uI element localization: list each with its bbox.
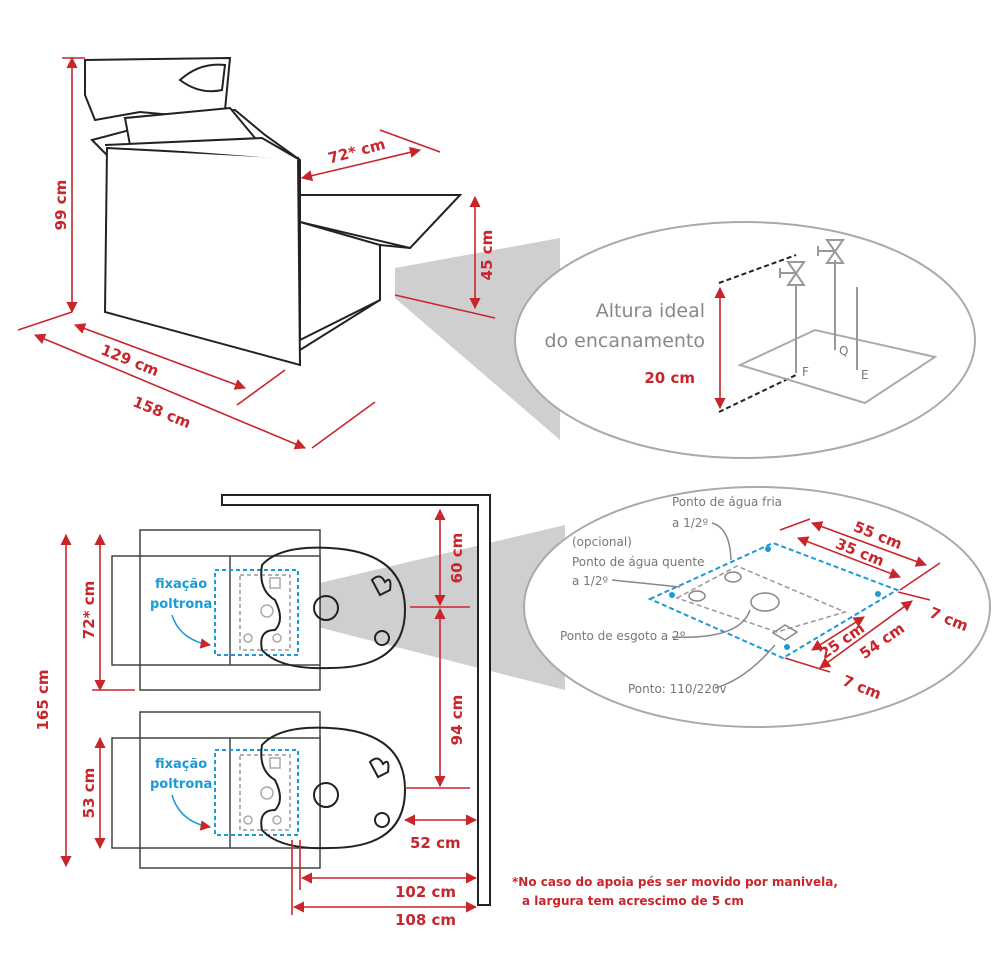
chair-plan-1 bbox=[111, 529, 407, 691]
wall bbox=[221, 494, 491, 906]
bowl-basin bbox=[178, 63, 227, 93]
callout-wedge-top bbox=[395, 238, 560, 440]
fixation-label-1a: fixação bbox=[155, 577, 207, 592]
footnote-line-2: a largura tem acrescimo de 5 cm bbox=[522, 894, 744, 908]
callout-title-2: do encanamento bbox=[544, 330, 705, 352]
dim-chair1-width: 72* cm bbox=[80, 581, 98, 639]
dim-chair2-width: 53 cm bbox=[80, 768, 98, 819]
chair-isometric bbox=[84, 56, 560, 440]
hot-water-label-0: (opcional) bbox=[572, 535, 632, 549]
armrest bbox=[104, 136, 301, 161]
plumbing-height-callout: Altura ideal do encanamento 20 cm F Q E bbox=[514, 221, 976, 459]
hot-water-label-1: Ponto de água quente bbox=[572, 555, 704, 569]
dim-108: 108 cm bbox=[395, 911, 456, 929]
chair-front-panel bbox=[103, 146, 302, 367]
fixation-label-1b: poltrona bbox=[150, 597, 212, 612]
callout-height: 20 cm bbox=[644, 369, 695, 387]
dim-footrest-width: 72* cm bbox=[326, 135, 387, 168]
dim-bowl-to-wall: 52 cm bbox=[410, 834, 461, 852]
callout-title-1: Altura ideal bbox=[596, 300, 705, 322]
installation-points-callout: Ponto de água fria a 1/2º (opcional) Pon… bbox=[523, 486, 991, 728]
chair-plan-2 bbox=[111, 711, 407, 869]
cold-water-label-2: a 1/2º bbox=[672, 516, 708, 530]
fixation-label-2b: poltrona bbox=[150, 777, 212, 792]
dim-wall-top: 60 cm bbox=[448, 533, 466, 584]
hot-water-label-2: a 1/2º bbox=[572, 574, 608, 588]
plan-dimensions: 165 cm 72* cm 53 cm 60 cm 94 cm 52 cm 10… bbox=[34, 508, 478, 929]
dim-spacing: 94 cm bbox=[448, 695, 466, 746]
dim-102: 102 cm bbox=[395, 883, 456, 901]
fixation-labels: fixação poltrona fixação poltrona bbox=[150, 577, 212, 831]
footnote-line-1: *No caso do apoia pés ser movido por man… bbox=[512, 875, 838, 889]
top-dimensions: 99 cm 72* cm 45 cm 129 cm 158 cm bbox=[17, 56, 496, 450]
dim-seat-height: 45 cm bbox=[478, 230, 496, 281]
power-label: Ponto: 110/220v bbox=[628, 682, 727, 696]
dim-total-length: 165 cm bbox=[34, 669, 52, 730]
pipe-label-f: F bbox=[802, 365, 809, 379]
dim-height: 99 cm bbox=[52, 180, 70, 231]
cold-water-label-1: Ponto de água fria bbox=[672, 495, 782, 509]
fixation-label-2a: fixação bbox=[155, 757, 207, 772]
footrest bbox=[299, 194, 463, 250]
dim-depth-b: 158 cm bbox=[130, 393, 193, 433]
pipe-label-e: E bbox=[861, 368, 869, 382]
pipe-label-q: Q bbox=[839, 344, 848, 358]
drain-label: Ponto de esgoto a 2º bbox=[560, 629, 686, 643]
